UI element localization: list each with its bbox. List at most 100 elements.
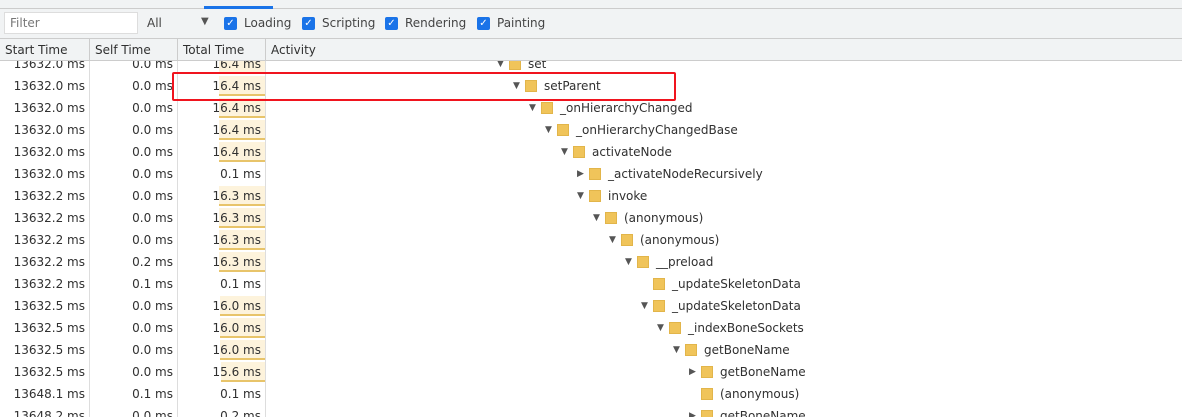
scripting-checkbox[interactable]: ✓Scripting — [302, 16, 375, 30]
collapse-arrow-icon[interactable]: ▶ — [577, 169, 584, 179]
table-row[interactable]: 13632.5 ms 0.0 ms 16.0 ms ▼ _updateSkele… — [0, 295, 1182, 317]
activity-cell[interactable]: ▶ _activateNodeRecursively — [577, 163, 763, 185]
collapse-arrow-icon[interactable]: ▶ — [689, 367, 696, 377]
expand-arrow-icon[interactable]: ▼ — [593, 213, 600, 223]
table-row[interactable]: 13632.0 ms 0.0 ms 16.4 ms ▼ _onHierarchy… — [0, 119, 1182, 141]
self-time-cell: 0.0 ms — [90, 185, 178, 207]
activity-cell[interactable]: ▼ invoke — [577, 185, 647, 207]
table-row[interactable]: 13632.0 ms 0.0 ms 0.1 ms ▶ _activateNode… — [0, 163, 1182, 185]
start-time-cell: 13632.5 ms — [0, 361, 90, 383]
start-time-cell: 13632.2 ms — [0, 273, 90, 295]
checkbox-label: Loading — [244, 16, 292, 30]
self-time-cell: 0.2 ms — [90, 251, 178, 273]
total-time-bar — [219, 230, 265, 250]
activity-name: activateNode — [592, 145, 672, 159]
table-row[interactable]: 13632.5 ms 0.0 ms 15.6 ms ▶ getBoneName — [0, 361, 1182, 383]
total-time-value: 16.4 ms — [212, 61, 261, 71]
activity-name: setParent — [544, 79, 601, 93]
table-row[interactable]: 13632.0 ms 0.0 ms 16.4 ms ▼ setParent — [0, 75, 1182, 97]
table-row[interactable]: 13632.2 ms 0.0 ms 16.3 ms ▼ (anonymous) — [0, 229, 1182, 251]
rendering-checkbox[interactable]: ✓Rendering — [385, 16, 466, 30]
active-tab-indicator — [204, 6, 273, 9]
activity-cell[interactable]: ▼ (anonymous) — [593, 207, 703, 229]
total-time-cell: 16.0 ms — [178, 339, 266, 361]
activity-cell[interactable]: _updateSkeletonData — [641, 273, 801, 295]
table-row[interactable]: 13632.2 ms 0.1 ms 0.1 ms _updateSkeleton… — [0, 273, 1182, 295]
activity-name: (anonymous) — [720, 387, 800, 401]
filter-input[interactable] — [4, 12, 138, 34]
checkbox-checked-icon: ✓ — [385, 16, 398, 30]
total-time-value: 16.4 ms — [212, 79, 261, 93]
activity-cell[interactable]: ▶ getBoneName — [689, 361, 806, 383]
expand-arrow-icon[interactable]: ▼ — [577, 191, 584, 201]
total-time-value: 0.1 ms — [220, 167, 261, 181]
self-time-cell: 0.0 ms — [90, 75, 178, 97]
total-time-bar — [221, 362, 265, 382]
total-time-cell: 0.1 ms — [178, 163, 266, 185]
activity-cell[interactable]: ▼ __preload — [625, 251, 713, 273]
table-row[interactable]: 13632.0 ms 0.0 ms 16.4 ms ▼ set — [0, 61, 1182, 75]
scripting-category-icon — [541, 102, 553, 114]
total-time-bar — [219, 120, 265, 140]
collapse-arrow-icon[interactable]: ▶ — [689, 411, 696, 417]
activity-cell[interactable]: ▼ _updateSkeletonData — [641, 295, 801, 317]
checkbox-checked-icon: ✓ — [224, 16, 237, 30]
checkbox-label: Painting — [497, 16, 546, 30]
table-row[interactable]: 13632.2 ms 0.0 ms 16.3 ms ▼ (anonymous) — [0, 207, 1182, 229]
expand-arrow-icon[interactable]: ▼ — [641, 301, 648, 311]
loading-checkbox[interactable]: ✓ Loading — [224, 16, 291, 30]
table-row[interactable]: 13648.1 ms 0.1 ms 0.1 ms (anonymous) — [0, 383, 1182, 405]
self-time-cell: 0.0 ms — [90, 163, 178, 185]
activity-cell[interactable]: ▼ _indexBoneSockets — [657, 317, 804, 339]
activity-cell[interactable]: ▼ getBoneName — [673, 339, 790, 361]
table-row[interactable]: 13632.5 ms 0.0 ms 16.0 ms ▼ _indexBoneSo… — [0, 317, 1182, 339]
expand-arrow-icon[interactable]: ▼ — [545, 125, 552, 135]
expand-arrow-icon[interactable]: ▼ — [625, 257, 632, 267]
total-time-cell: 0.1 ms — [178, 383, 266, 405]
expand-arrow-icon[interactable]: ▼ — [673, 345, 680, 355]
column-self-time[interactable]: Self Time — [90, 39, 178, 61]
total-time-value: 16.0 ms — [212, 343, 261, 357]
activity-cell[interactable]: ▼ _onHierarchyChangedBase — [545, 119, 738, 141]
table-row[interactable]: 13632.5 ms 0.0 ms 16.0 ms ▼ getBoneName — [0, 339, 1182, 361]
table-row[interactable]: 13632.0 ms 0.0 ms 16.4 ms ▼ _onHierarchy… — [0, 97, 1182, 119]
activity-cell[interactable]: ▼ set — [497, 61, 546, 75]
expand-arrow-icon[interactable]: ▼ — [561, 147, 568, 157]
toolbar: All▼ ✓Loading ✓Scripting ✓Rendering ✓Pai… — [0, 9, 1182, 39]
column-start-time[interactable]: Start Time — [0, 39, 90, 61]
activity-cell[interactable]: ▼ (anonymous) — [609, 229, 719, 251]
category-select[interactable]: All▼ — [147, 16, 211, 30]
activity-cell[interactable]: ▶ getBoneName — [689, 405, 806, 417]
table-row[interactable]: 13632.0 ms 0.0 ms 16.4 ms ▼ activateNode — [0, 141, 1182, 163]
total-time-value: 16.4 ms — [212, 145, 261, 159]
scripting-category-icon — [653, 278, 665, 290]
total-time-bar — [219, 98, 265, 118]
scripting-category-icon — [701, 366, 713, 378]
expand-arrow-icon[interactable]: ▼ — [497, 61, 504, 69]
total-time-cell: 16.3 ms — [178, 207, 266, 229]
column-total-time[interactable]: Total Time — [178, 39, 266, 61]
expand-arrow-icon[interactable]: ▼ — [657, 323, 664, 333]
activity-cell[interactable]: (anonymous) — [689, 383, 799, 405]
table-row[interactable]: 13648.2 ms 0.0 ms 0.2 ms ▶ getBoneName — [0, 405, 1182, 417]
expand-arrow-icon[interactable]: ▼ — [609, 235, 616, 245]
total-time-value: 15.6 ms — [212, 365, 261, 379]
activity-name: _onHierarchyChangedBase — [576, 123, 738, 137]
activity-name: _indexBoneSockets — [688, 321, 804, 335]
activity-cell[interactable]: ▼ setParent — [513, 75, 601, 97]
expand-arrow-icon[interactable]: ▼ — [513, 81, 520, 91]
expand-arrow-icon[interactable]: ▼ — [529, 103, 536, 113]
total-time-bar — [220, 296, 265, 316]
category-select-value: All — [147, 16, 162, 30]
total-time-value: 0.2 ms — [220, 409, 261, 417]
painting-checkbox[interactable]: ✓Painting — [477, 16, 545, 30]
activity-name: (anonymous) — [624, 211, 704, 225]
activity-name: invoke — [608, 189, 648, 203]
activity-cell[interactable]: ▼ _onHierarchyChanged — [529, 97, 693, 119]
table-row[interactable]: 13632.2 ms 0.0 ms 16.3 ms ▼ invoke — [0, 185, 1182, 207]
activity-cell[interactable]: ▼ activateNode — [561, 141, 672, 163]
start-time-cell: 13632.2 ms — [0, 185, 90, 207]
self-time-cell: 0.0 ms — [90, 229, 178, 251]
table-row[interactable]: 13632.2 ms 0.2 ms 16.3 ms ▼ __preload — [0, 251, 1182, 273]
column-activity[interactable]: Activity — [271, 43, 316, 57]
